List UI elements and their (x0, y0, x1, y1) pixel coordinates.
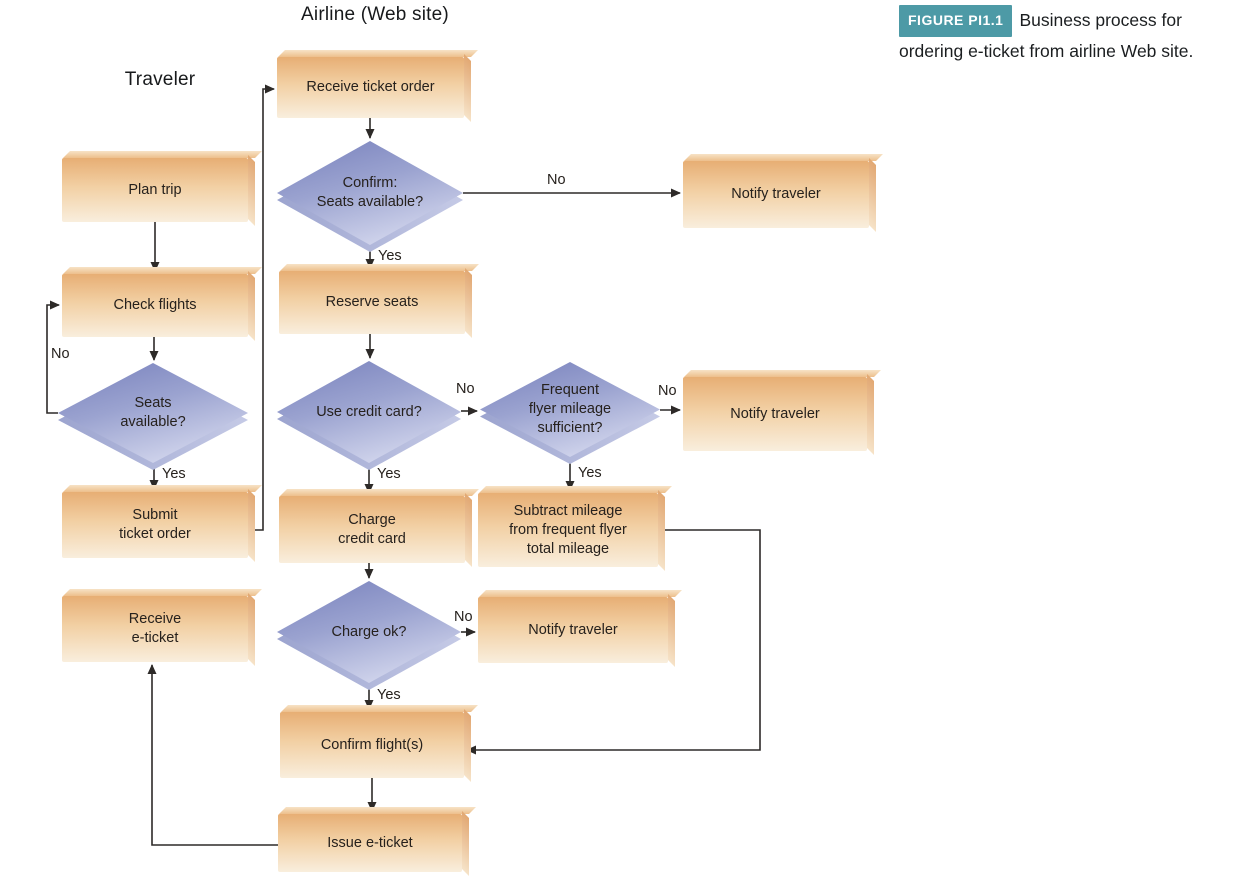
edge-label-no: No (51, 346, 70, 362)
node-use-credit-card: Use credit card? (277, 361, 461, 470)
node-label: Confirm flight(s) (320, 736, 424, 753)
node-label: Charge ok? (331, 623, 407, 640)
node-label: Frequent flyer mileage sufficient? (528, 382, 612, 436)
node-label: Notify traveler (528, 621, 618, 638)
node-reserve-seats: Reserve seats (279, 271, 465, 334)
node-label: Check flights (113, 297, 197, 313)
node-label: Submit ticket order (119, 507, 191, 542)
node-label: Reserve seats (325, 294, 419, 310)
node-plan-trip: Plan trip (62, 158, 248, 222)
node-frequent-flyer: Frequent flyer mileage sufficient? (480, 362, 660, 464)
node-label: Issue e-ticket (327, 834, 413, 851)
edge-label-no: No (658, 383, 677, 399)
edge-label-yes: Yes (162, 466, 186, 482)
node-charge-ok: Charge ok? (277, 581, 461, 690)
node-seats-available: Seats available? (58, 363, 248, 470)
node-charge-credit-card: Charge credit card (279, 496, 465, 563)
node-confirm-flights: Confirm flight(s) (280, 712, 464, 778)
node-label: Receive e-ticket (128, 611, 182, 646)
node-issue-e-ticket: Issue e-ticket (278, 814, 462, 872)
node-label: Charge credit card (338, 511, 406, 547)
node-label: Notify traveler (730, 405, 820, 422)
node-label: Plan trip (128, 181, 182, 198)
node-label: Seats available? (120, 395, 186, 430)
lane-header-airline: Airline (Web site) (301, 4, 449, 25)
node-label: Confirm: Seats available? (316, 175, 424, 210)
node-receive-ticket-order: Receive ticket order (277, 57, 464, 118)
node-notify-traveler-2: Notify traveler (683, 377, 867, 451)
edge-label-yes: Yes (377, 687, 401, 703)
edge-label-no: No (456, 381, 475, 397)
node-confirm-seats: Confirm: Seats available? (277, 141, 463, 252)
node-notify-traveler-3: Notify traveler (478, 597, 668, 663)
node-notify-traveler-1: Notify traveler (683, 161, 869, 228)
node-subtract-mileage: Subtract mileage from frequent flyer tot… (478, 493, 658, 567)
node-submit-ticket-order: Submit ticket order (62, 492, 248, 558)
edge-label-yes: Yes (377, 466, 401, 482)
node-receive-e-ticket: Receive e-ticket (62, 596, 248, 662)
edge-label-yes: Yes (578, 465, 602, 481)
figure-caption-text: Business process for ordering e-ticket f… (899, 10, 1194, 61)
node-label: Subtract mileage from frequent flyer tot… (509, 502, 627, 557)
lane-header-traveler: Traveler (124, 69, 196, 90)
node-label: Notify traveler (731, 186, 821, 202)
edge-label-no: No (547, 172, 566, 188)
figure-badge: FIGURE PI1.1 (899, 5, 1013, 37)
node-label: Use credit card? (316, 403, 422, 420)
edge-label-no: No (454, 609, 473, 625)
edge-label-yes: Yes (378, 248, 402, 264)
node-label: Receive ticket order (306, 79, 435, 95)
node-check-flights: Check flights (62, 274, 248, 337)
